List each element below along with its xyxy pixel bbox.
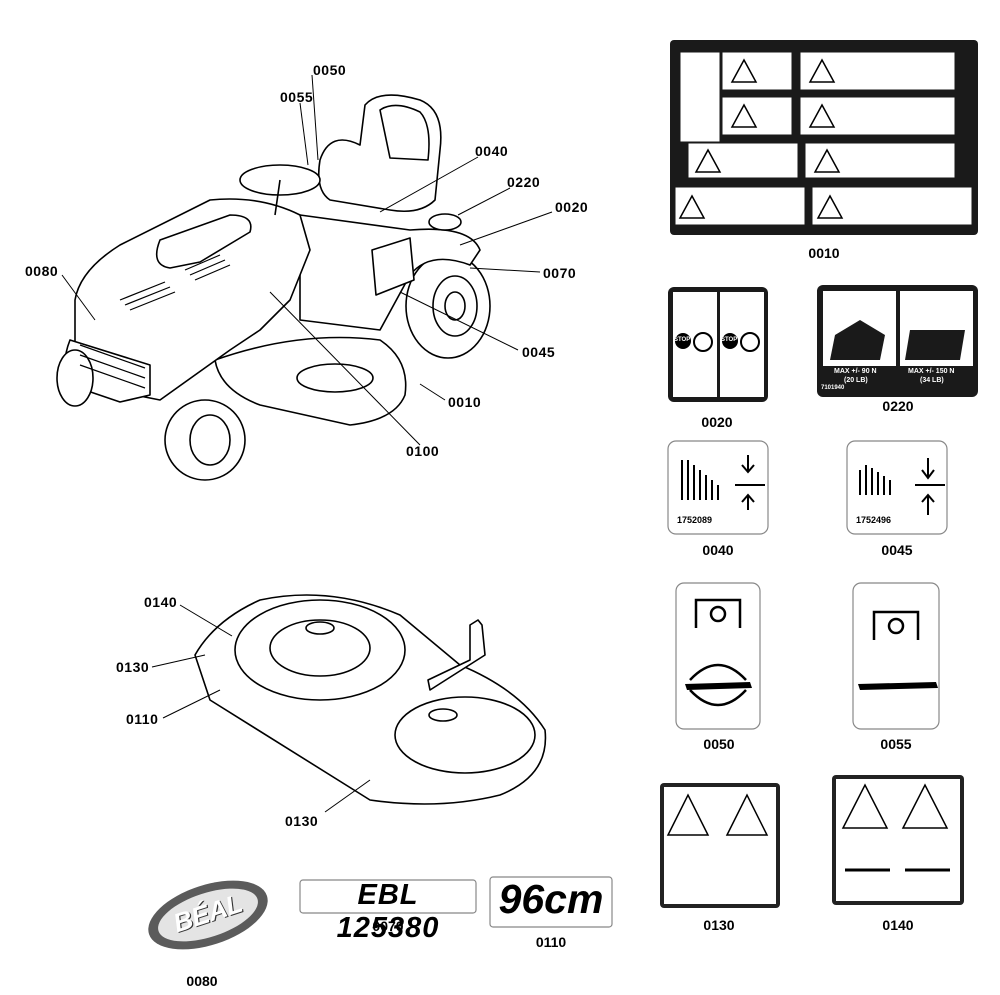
max-right-lb: (34 LB): [920, 377, 944, 384]
front-wheel-left: [56, 349, 94, 407]
callout-0010: 0010: [448, 394, 482, 410]
callout-0045: 0045: [522, 344, 556, 360]
callout-0020: 0020: [555, 199, 589, 215]
callout-0055: 0055: [280, 89, 314, 105]
callout-0050: 0050: [313, 62, 347, 78]
decal-0020: [668, 287, 768, 402]
callout-0130-lower: 0130: [285, 813, 319, 829]
caption-0080: 0080: [186, 973, 218, 989]
width-decal-text: 96cm: [498, 876, 604, 922]
fuel-cap: [428, 213, 462, 231]
decal-0140: [832, 775, 964, 905]
decal-0220: [817, 285, 978, 397]
caption-0010: 0010: [808, 245, 840, 261]
callout-0140: 0140: [144, 594, 178, 610]
callout-0110: 0110: [126, 711, 159, 727]
callout-0220: 0220: [507, 174, 541, 190]
blade-0055: [858, 682, 938, 690]
caption-0050: 0050: [703, 736, 735, 752]
deck-spindle: [296, 363, 374, 393]
decal-0050: [675, 582, 761, 730]
callout-0040: 0040: [475, 143, 509, 159]
decal-0110: [489, 876, 613, 928]
callout-0070: 0070: [543, 265, 577, 281]
part-number-0040: 1752089: [677, 515, 713, 525]
caption-0045: 0045: [881, 542, 913, 558]
decal-0130: [660, 783, 780, 908]
caption-0020: 0020: [701, 414, 733, 430]
max-right: MAX +/- 150 N: [908, 368, 955, 375]
part-number-0220: 7101940: [821, 385, 845, 391]
callout-0130-upper: 0130: [116, 659, 150, 675]
decal-0010: [670, 40, 978, 235]
caption-0040: 0040: [702, 542, 734, 558]
fender-decal: [371, 237, 415, 296]
stop-left: STOP: [674, 337, 691, 343]
model-decal-text: EBL 125380: [336, 879, 440, 944]
caption-0130: 0130: [703, 917, 735, 933]
caption-0055: 0055: [880, 736, 912, 752]
max-left: MAX +/- 90 N: [834, 368, 877, 375]
caption-0140: 0140: [882, 917, 914, 933]
caption-0110: 0110: [535, 934, 567, 950]
stop-right: STOP: [721, 337, 738, 343]
part-number-0045: 1752496: [856, 515, 892, 525]
max-left-lb: (20 LB): [844, 377, 868, 384]
callout-0100: 0100: [406, 443, 440, 459]
decal-0070: [299, 879, 477, 914]
callout-0080: 0080: [25, 263, 59, 279]
blade-0050: [685, 682, 752, 690]
decal-0055: [852, 582, 940, 730]
deck-bracket: [427, 619, 486, 691]
decal-0045: [846, 440, 948, 535]
deck-right-dome: [394, 696, 536, 774]
caption-0070: 0070: [372, 918, 404, 934]
caption-0220: 0220: [882, 398, 914, 414]
